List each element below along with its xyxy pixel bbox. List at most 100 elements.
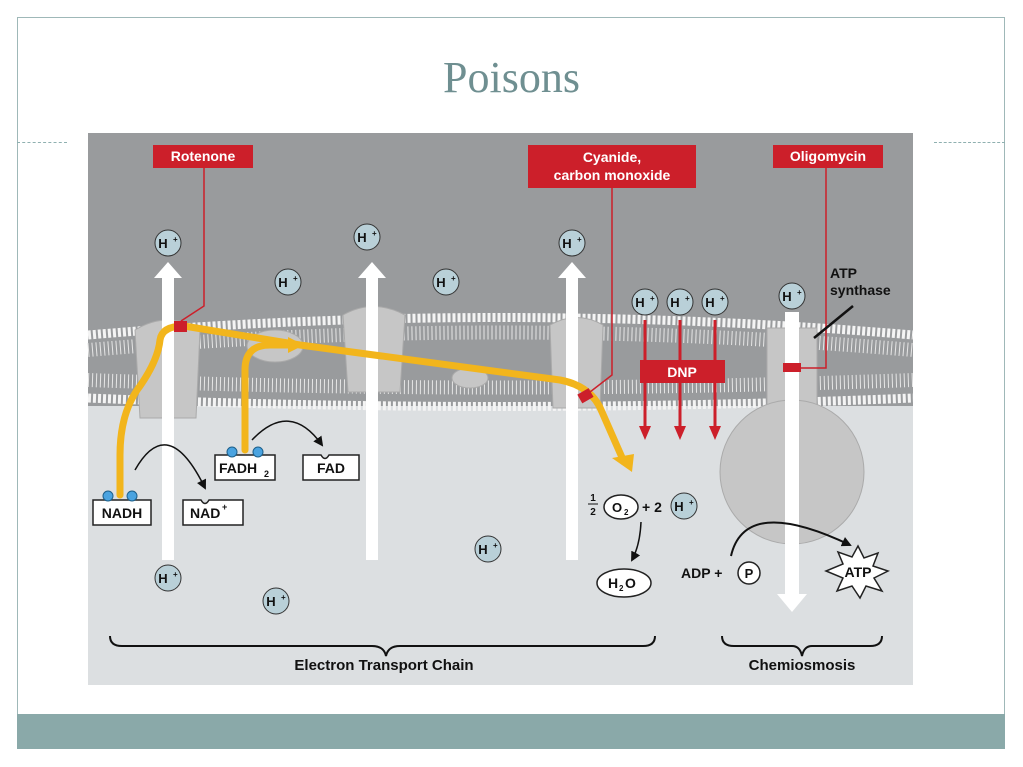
svg-text:ATP: ATP (845, 564, 872, 580)
proton-pump-arrows (154, 262, 586, 560)
svg-text:Rotenone: Rotenone (171, 148, 236, 164)
svg-text:H: H (635, 295, 644, 310)
svg-text:+: + (281, 593, 286, 602)
proton-badge: H+ (154, 229, 182, 257)
svg-text:+: + (577, 235, 582, 244)
dnp-label: DNP (640, 360, 725, 383)
atp-synthesis-arrow (730, 521, 852, 557)
proton-badge: H+ (274, 268, 302, 296)
proton-badge: H+ (631, 288, 659, 316)
svg-text:H: H (674, 499, 683, 514)
etc-label: Electron Transport Chain (294, 657, 473, 674)
svg-text:1: 1 (590, 493, 596, 504)
proton-badge: H+ (778, 282, 806, 310)
svg-text:+: + (689, 498, 694, 507)
svg-text:H: H (158, 571, 167, 586)
electron-path (116, 322, 628, 499)
svg-text:FADH: FADH (219, 460, 257, 476)
proton-badge: H+ (558, 229, 586, 257)
fad-box: FAD (302, 454, 360, 481)
svg-text:H: H (782, 289, 791, 304)
rotenone-label: Rotenone (153, 145, 253, 168)
svg-text:+: + (493, 541, 498, 550)
svg-text:O: O (612, 500, 622, 515)
chemiosmosis-label: Chemiosmosis (749, 657, 856, 674)
pump-arrow-complex-one (162, 276, 174, 560)
nadh-oxidation-arrow (134, 444, 206, 490)
svg-text:H: H (562, 236, 571, 251)
svg-text:H: H (478, 542, 487, 557)
electron-path-main (116, 322, 628, 499)
svg-text:2: 2 (264, 469, 269, 479)
atp-synthase-label: ATP synthase (813, 265, 891, 339)
proton-badge: H+ (432, 268, 460, 296)
title-rule-left (17, 142, 67, 143)
svg-text:Cyanide,: Cyanide, (583, 149, 641, 165)
svg-text:2: 2 (619, 584, 624, 593)
svg-text:+: + (720, 294, 725, 303)
svg-text:H: H (278, 275, 287, 290)
svg-text:H: H (357, 230, 366, 245)
svg-text:NAD: NAD (190, 505, 220, 521)
chemiosmosis-brace (721, 635, 883, 657)
slide-title: Poisons (443, 53, 580, 102)
svg-text:+ 2: + 2 (642, 499, 662, 515)
svg-text:H: H (670, 295, 679, 310)
proton-badge: H+ (701, 288, 729, 316)
svg-text:H: H (436, 275, 445, 290)
svg-text:DNP: DNP (667, 364, 697, 380)
svg-text:ATP: ATP (830, 265, 857, 281)
svg-text:H: H (608, 575, 618, 591)
etc-brace (109, 635, 656, 657)
oligomycin-block-marker (783, 363, 801, 372)
svg-text:Oligomycin: Oligomycin (790, 148, 866, 164)
nadh-box: NADH (92, 490, 152, 526)
oligomycin-label: Oligomycin (773, 145, 883, 168)
proton-badge: H+ (262, 587, 290, 615)
water-product: H 2 O (596, 568, 652, 598)
pump-arrow-complex-three (366, 276, 378, 560)
cyanide-label: Cyanide, carbon monoxide (528, 145, 696, 188)
svg-text:+: + (293, 274, 298, 283)
proton-badge: H+ (666, 288, 694, 316)
water-formation-arrow (631, 521, 642, 562)
fadh2-box: FADH 2 (214, 446, 276, 481)
svg-text:+: + (685, 294, 690, 303)
electron-path-fadh2 (241, 341, 294, 454)
svg-text:+: + (372, 229, 377, 238)
svg-text:+: + (797, 288, 802, 297)
rotenone-block-marker (174, 321, 187, 332)
svg-text:+: + (173, 235, 178, 244)
svg-text:carbon monoxide: carbon monoxide (554, 167, 671, 183)
svg-text:+: + (173, 570, 178, 579)
proton-badge: H+ (353, 223, 381, 251)
fadh2-oxidation-arrow (251, 420, 324, 447)
svg-text:+: + (650, 294, 655, 303)
poison-connectors (180, 168, 827, 393)
svg-text:NADH: NADH (102, 505, 142, 521)
atp-product: ATP (824, 544, 890, 600)
proton-badge: H+ (670, 492, 698, 520)
oxygen-reaction: 1 2 O 2 + 2 (588, 493, 662, 520)
svg-text:ADP +: ADP + (681, 565, 722, 581)
svg-text:+: + (451, 274, 456, 283)
cyanide-block-marker (577, 388, 594, 404)
fadh2-path-arrowhead (288, 337, 304, 353)
svg-text:O: O (625, 575, 636, 591)
title-rule-right (934, 142, 1005, 143)
pump-arrow-complex-four (566, 276, 578, 560)
svg-text:+: + (222, 502, 227, 512)
adp-phosphate: ADP + P (681, 561, 761, 585)
proton-badge: H+ (474, 535, 502, 563)
nad-box: NAD + (182, 499, 244, 526)
svg-text:H: H (705, 295, 714, 310)
svg-text:synthase: synthase (830, 282, 891, 298)
electron-path-arrowhead (612, 454, 634, 472)
svg-text:FAD: FAD (317, 460, 345, 476)
proton-badge: H+ (154, 564, 182, 592)
svg-text:H: H (158, 236, 167, 251)
svg-text:H: H (266, 594, 275, 609)
footer-band (17, 714, 1005, 749)
svg-text:2: 2 (624, 508, 629, 517)
